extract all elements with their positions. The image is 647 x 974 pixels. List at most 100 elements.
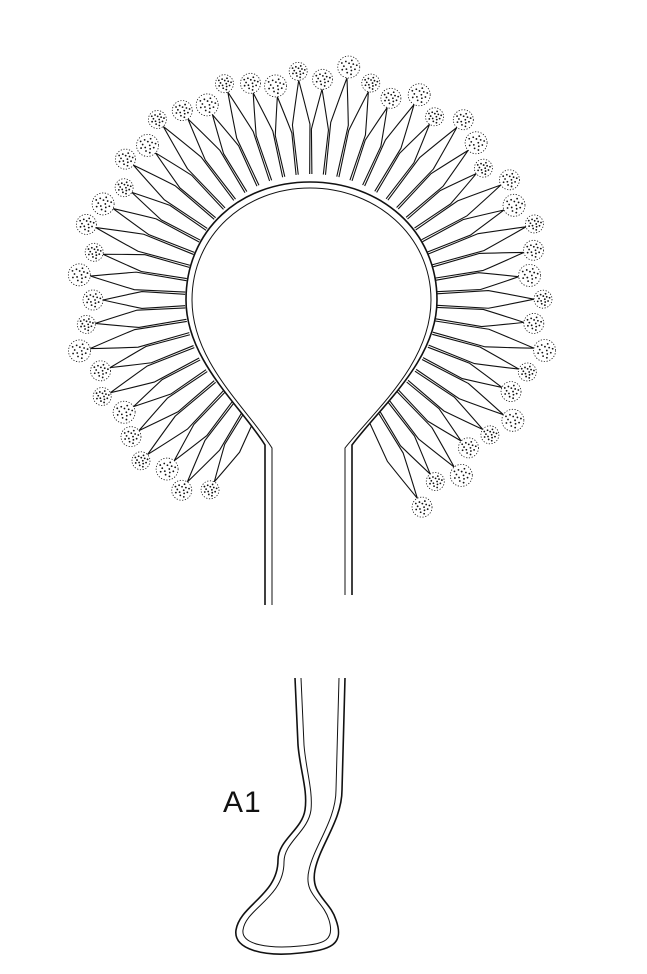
conidium-stipple <box>530 222 532 224</box>
conidium-stipple <box>535 323 537 325</box>
conidium-stipple <box>218 79 220 81</box>
conidium-stipple <box>415 88 417 90</box>
conidium-stipple <box>132 442 134 444</box>
conidium-stipple <box>184 113 186 115</box>
conidium-stipple <box>143 454 145 456</box>
conidium-stipple <box>539 225 541 227</box>
conidium-stipple <box>376 81 378 83</box>
conidium-stipple <box>540 321 542 323</box>
conidium-stipple <box>97 249 99 251</box>
conidium-stipple <box>144 458 146 460</box>
conidium-stipple <box>157 116 159 118</box>
conidium-stipple <box>247 77 249 79</box>
conidium-stipple <box>531 282 533 284</box>
conidium-stipple <box>81 274 83 276</box>
conidium-stipple <box>299 76 301 78</box>
conidium-stipple <box>299 70 301 72</box>
conidium-stipple <box>458 469 460 471</box>
conidium <box>408 84 430 106</box>
conidium-stipple <box>89 251 91 253</box>
phialide <box>388 127 457 207</box>
phialide <box>110 335 193 368</box>
conidium-stipple <box>278 78 280 80</box>
conidium-stipple <box>356 64 358 66</box>
phialide <box>437 291 534 309</box>
conidium-stipple <box>415 509 417 511</box>
conidium-stipple <box>542 355 544 357</box>
conidium-stipple <box>510 425 512 427</box>
conidium-stipple <box>315 75 317 77</box>
conidium-stipple <box>531 219 533 221</box>
conidium-stipple <box>123 163 125 165</box>
conidium-stipple <box>222 84 224 86</box>
conidium-stipple <box>527 325 529 327</box>
conidium-stipple <box>515 204 517 206</box>
conidium-stipple <box>511 173 513 175</box>
conidium-stipple <box>430 115 432 117</box>
conidium-stipple <box>426 92 428 94</box>
conidium-stipple <box>435 478 437 480</box>
conidium-stipple <box>484 173 486 175</box>
conidium-stipple <box>126 435 128 437</box>
conidium <box>83 290 103 310</box>
phialide <box>389 392 455 467</box>
conidium-stipple <box>535 277 537 279</box>
conidium-stipple <box>120 406 122 408</box>
conidium-stipple <box>470 447 472 449</box>
phialide <box>352 108 387 186</box>
conidium-stipple <box>300 73 302 75</box>
conidium-stipple <box>216 487 218 489</box>
conidium-stipple <box>535 329 537 331</box>
conidium-stipple <box>397 96 399 98</box>
conidium-stipple <box>72 346 74 348</box>
conidium-stipple <box>87 348 89 350</box>
conidium-stipple <box>527 252 529 254</box>
conidium-stipple <box>481 169 483 171</box>
conidium-stipple <box>510 199 512 201</box>
conidium-stipple <box>454 471 456 473</box>
conidium-stipple <box>137 434 139 436</box>
conidium-stipple <box>513 201 515 203</box>
conidium <box>76 214 96 234</box>
conidium-stipple <box>140 141 142 143</box>
conidium-stipple <box>509 396 511 398</box>
conidium-stipple <box>469 145 471 147</box>
conidium-stipple <box>533 272 535 274</box>
conidium-stipple <box>119 161 121 163</box>
conidium-stipple <box>86 320 88 322</box>
conidium-stipple <box>105 393 107 395</box>
conidium-stipple <box>171 465 173 467</box>
conidium-stipple <box>477 149 479 151</box>
conidium-stipple <box>84 328 86 330</box>
conidium-stipple <box>528 225 530 227</box>
conidium-stipple <box>211 101 213 103</box>
conidium-stipple <box>392 97 394 99</box>
conidium-stipple <box>384 94 386 96</box>
conidium-stipple <box>127 184 129 186</box>
conidium-stipple <box>118 411 120 413</box>
conidium-stipple <box>527 319 529 321</box>
conidium-stipple <box>86 295 88 297</box>
conidium-stipple <box>131 410 133 412</box>
conidium-stipple <box>423 91 425 93</box>
conidium-stipple <box>518 422 520 424</box>
conidium-stipple <box>96 296 98 298</box>
conidium-stipple <box>425 504 427 506</box>
conidium-stipple <box>535 223 537 225</box>
conidium-stipple <box>348 62 350 64</box>
conidium-stipple <box>81 323 83 325</box>
conidium-stipple <box>494 436 496 438</box>
conidium-stipple <box>540 222 542 224</box>
conidium-stipple <box>533 370 535 372</box>
conidium-stipple <box>515 423 517 425</box>
conidium-stipple <box>95 257 97 259</box>
conidium <box>115 149 135 169</box>
conidium-stipple <box>124 432 126 434</box>
conidium-stipple <box>95 254 97 256</box>
conidium-stipple <box>464 468 466 470</box>
conidium-stipple <box>88 318 90 320</box>
conidium-stipple <box>541 303 543 305</box>
conidium-stipple <box>537 320 539 322</box>
conidium-stipple <box>132 157 134 159</box>
conidium-stipple <box>537 247 539 249</box>
